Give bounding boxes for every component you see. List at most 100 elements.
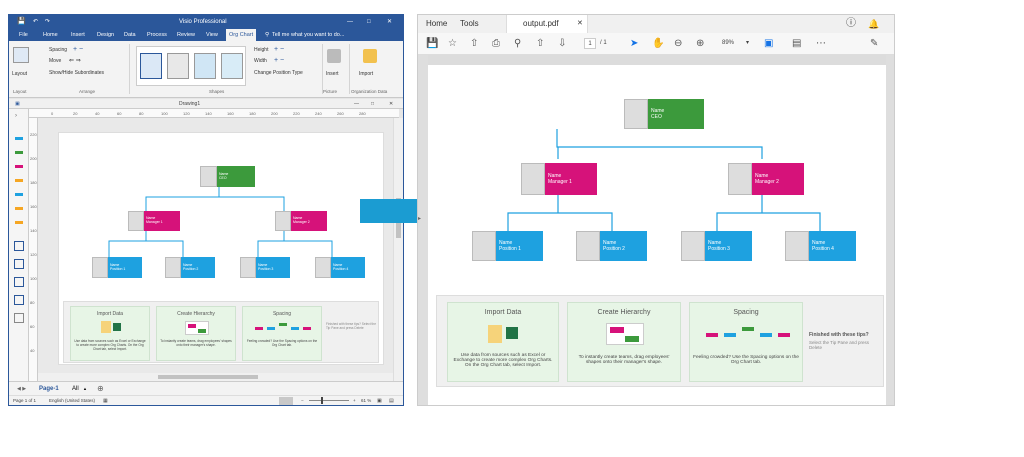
org-node-position[interactable]: Name Position 1 (92, 257, 142, 278)
doc-restore-icon[interactable]: □ (371, 101, 375, 107)
tab-review[interactable]: Review (177, 32, 196, 38)
tip-card-spacing[interactable]: Spacing Feeling crowded? Use the Spacing… (689, 302, 803, 382)
tip-card-spacing[interactable]: Spacing Feeling crowded? Use the Spacing… (242, 306, 322, 361)
tip-card-hierarchy[interactable]: Create Hierarchy To instantly create tea… (567, 302, 681, 382)
page-tab[interactable]: Page-1 (39, 386, 59, 392)
scroll-mode-icon[interactable]: ▤ (792, 38, 802, 49)
doc-minimize-icon[interactable]: — (354, 101, 359, 107)
org-node-position[interactable]: Name Position 4 (315, 257, 365, 278)
tab-org-chart[interactable]: Org Chart (226, 29, 257, 41)
zoom-in-icon[interactable]: ⊕ (696, 38, 705, 49)
bookmark-star-icon[interactable]: ☆ (448, 38, 457, 49)
expand-icon[interactable]: › (15, 113, 17, 119)
tip-pane[interactable]: Import Data Use data from sources such a… (436, 295, 884, 387)
org-node-position[interactable]: Name Position 3 (240, 257, 290, 278)
zoom-level[interactable]: 61 % (361, 398, 372, 403)
tab-file[interactable]: output.pdf ✕ (506, 15, 588, 33)
more-icon[interactable]: ⋯ (816, 38, 826, 49)
zoom-slider[interactable] (309, 397, 349, 404)
side-panel-toggle-icon[interactable]: ▸ (418, 216, 422, 222)
tab-home[interactable]: Home (426, 19, 448, 28)
fit-page-icon[interactable]: ▣ (764, 38, 774, 49)
all-pages-tab[interactable]: All (72, 386, 79, 392)
help-icon[interactable]: ⓘ (846, 18, 856, 29)
insert-button[interactable]: Insert (326, 71, 339, 77)
spacing-button[interactable]: Spacing (49, 47, 68, 53)
save-icon[interactable]: 💾 (17, 18, 26, 25)
bell-icon[interactable]: 🔔 (868, 19, 880, 29)
import-button[interactable]: Import (359, 71, 374, 77)
zoom-level[interactable]: 89% (722, 40, 735, 46)
show-hide-button[interactable]: Show/Hide Subordinates (49, 70, 105, 76)
upload-icon[interactable]: ⇧ (470, 38, 479, 49)
plus-icon[interactable]: + − (73, 46, 84, 53)
width-button[interactable]: Width (254, 58, 267, 64)
zoom-out-icon[interactable]: ⊖ (674, 38, 683, 49)
sign-icon[interactable]: ✎ (870, 38, 879, 49)
picture-icon[interactable] (327, 49, 341, 63)
page-down-icon[interactable]: ⇩ (558, 38, 567, 49)
maximize-icon[interactable]: □ (367, 19, 371, 25)
save-icon[interactable]: 💾 (426, 38, 439, 49)
import-icon[interactable] (363, 49, 377, 63)
close-icon[interactable]: ✕ (387, 19, 393, 25)
move-button[interactable]: Move (49, 58, 62, 64)
org-node-position[interactable]: Name Position 3 (681, 231, 752, 261)
macro-icon[interactable]: ▦ (103, 398, 108, 404)
change-position-button[interactable]: Change Position Type (254, 70, 303, 76)
select-cursor-icon[interactable]: ➤ (630, 38, 639, 49)
print-icon[interactable]: ⎙ (492, 38, 500, 49)
shapes-pane[interactable]: › (9, 109, 29, 381)
tip-card-import[interactable]: Import Data Use data from sources such a… (447, 302, 559, 382)
add-page-icon[interactable]: ⊕ (97, 384, 104, 393)
tell-me-box[interactable]: Tell me what you want to do... (272, 32, 345, 38)
tab-home[interactable]: Home (43, 32, 58, 38)
horizontal-scrollbar[interactable] (38, 373, 393, 381)
tab-data[interactable]: Data (124, 32, 136, 38)
doc-close-icon[interactable]: ✕ (389, 101, 394, 107)
org-node-manager[interactable]: Name Manager 2 (275, 211, 327, 231)
org-node-manager[interactable]: Name Manager 1 (128, 211, 180, 231)
org-node-ceo[interactable]: Name CEO (200, 166, 255, 187)
hand-icon[interactable]: ✋ (652, 38, 665, 49)
org-node-position[interactable]: Name Position 2 (576, 231, 647, 261)
height-adjust-icon[interactable]: + − (274, 46, 285, 53)
pdf-page[interactable]: Name CEO Name Manager 1 Name Manager 2 (428, 55, 886, 405)
tab-insert[interactable]: Insert (71, 32, 85, 38)
minimize-icon[interactable]: — (347, 19, 353, 25)
page-up-icon[interactable]: ⇧ (536, 38, 545, 49)
page-nav-icon[interactable]: ◀ ▶ (17, 386, 27, 392)
zoom-out-icon[interactable]: − (301, 398, 304, 403)
undo-icon[interactable]: ↶ (33, 19, 39, 25)
tab-design[interactable]: Design (97, 32, 115, 38)
tab-process[interactable]: Process (147, 32, 167, 38)
search-icon[interactable]: ⚲ (514, 38, 522, 49)
org-node-position[interactable]: Name Position 1 (472, 231, 543, 261)
org-node-position[interactable]: Name Position 2 (165, 257, 215, 278)
fit-page-icon[interactable] (279, 397, 293, 405)
tab-file[interactable]: File (19, 32, 28, 38)
org-node-position[interactable]: Name Position 4 (785, 231, 856, 261)
width-adjust-icon[interactable]: + − (274, 57, 285, 64)
chevron-down-icon[interactable]: ▾ (746, 40, 750, 46)
vertical-scrollbar[interactable] (393, 118, 403, 381)
arrows-icon[interactable]: ⇐ ⇒ (69, 58, 81, 64)
pdf-document-view[interactable]: ▸ Name CEO Na (418, 55, 894, 405)
switch-windows-icon[interactable]: ▤ (389, 398, 394, 404)
tab-view[interactable]: View (206, 32, 218, 38)
chevron-up-icon[interactable]: ▲ (83, 386, 87, 391)
org-node-ceo[interactable]: Name CEO (624, 99, 704, 129)
page-number-input[interactable]: 1 (584, 38, 596, 49)
close-tab-icon[interactable]: ✕ (577, 20, 583, 27)
tab-tools[interactable]: Tools (460, 19, 479, 28)
layout-button[interactable]: Layout (12, 71, 28, 77)
drawing-page[interactable]: Name CEO Name Manager 1 Name Manager 2 N… (58, 132, 384, 365)
height-button[interactable]: Height (254, 47, 269, 53)
layout-icon[interactable] (13, 47, 29, 63)
org-node-manager[interactable]: Name Manager 1 (521, 163, 597, 195)
redo-icon[interactable]: ↷ (45, 19, 51, 25)
pan-zoom-icon[interactable]: ▣ (377, 398, 382, 404)
shapes-gallery[interactable] (136, 46, 246, 86)
zoom-in-icon[interactable]: + (353, 398, 356, 403)
tip-pane[interactable]: Import Data Use data from sources such a… (63, 301, 379, 363)
